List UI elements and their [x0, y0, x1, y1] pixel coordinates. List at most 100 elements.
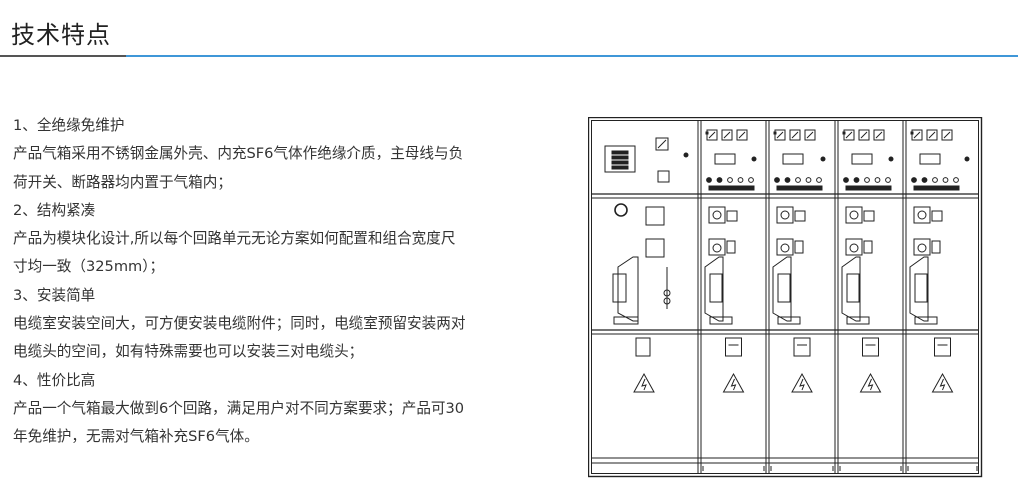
indicator-lamp: [751, 156, 757, 162]
control-panel-row: [611, 150, 629, 155]
instruction-plate: [777, 273, 791, 303]
control-button-mark: [928, 131, 936, 139]
label-plate: [846, 316, 870, 325]
control-button-icon: [858, 129, 870, 141]
control-button-icon: [774, 129, 786, 141]
instruction-plate: [612, 273, 627, 303]
warning-bolt: [867, 378, 874, 391]
feature-heading: 2、结构紧凑: [13, 201, 96, 219]
control-button-icon: [941, 129, 953, 141]
switch-position-icon: [712, 210, 722, 220]
control-button-mark: [708, 131, 716, 139]
control-panel-row: [611, 165, 629, 170]
switch-position-icon: [849, 243, 859, 253]
warning-bolt: [939, 378, 946, 391]
control-button-icon: [926, 129, 938, 141]
cable-bracket: [704, 256, 724, 322]
control-button-icon: [789, 129, 801, 141]
warning-icon: [791, 372, 813, 393]
meter-display: [919, 153, 941, 165]
meter-display: [714, 153, 736, 165]
label-plate: [657, 170, 670, 183]
control-button-mark: [875, 131, 883, 139]
cable-terminal-icon: [663, 297, 671, 305]
label-plate: [709, 316, 733, 325]
feature-list: 1、全绝缘免维护 产品气箱采用不锈钢金属外壳、内充SF6气体作绝缘介质，主母线与…: [13, 112, 533, 452]
push-button-icon: [784, 177, 791, 183]
switch-position-window: [645, 238, 665, 258]
indicator-window: [794, 210, 806, 222]
warning-bolt: [730, 378, 737, 391]
push-button-icon: [774, 177, 780, 183]
indicator-window: [655, 137, 669, 151]
push-button-icon: [874, 177, 881, 183]
instruction-plate: [709, 273, 723, 303]
feature-line: 产品为模块化设计,所以每个回路单元无论方案如何配置和组合宽度尺: [13, 230, 456, 248]
control-button-mark: [845, 131, 853, 139]
switch-position-icon: [917, 243, 927, 253]
switchgear-drawing: [588, 117, 983, 478]
label-plate: [635, 337, 651, 357]
indicator-lamp: [842, 131, 846, 135]
control-button-icon: [706, 129, 718, 141]
switch-position-icon: [849, 210, 859, 220]
instruction-plate: [914, 273, 928, 303]
switch-position-window: [708, 206, 726, 224]
warning-icon: [722, 372, 745, 393]
terminal-strip: [913, 185, 960, 191]
push-button-icon: [853, 177, 860, 183]
control-button-icon: [843, 129, 855, 141]
control-button-icon: [873, 129, 885, 141]
feature-line: 电缆头的空间，如有特殊需要也可以安装三对电缆头；: [13, 343, 364, 361]
control-button-mark: [776, 131, 784, 139]
meter-display: [851, 153, 873, 165]
push-button-icon: [932, 177, 938, 183]
control-button-mark: [943, 131, 951, 139]
indicator-lamp: [910, 131, 914, 135]
title-divider: [0, 55, 1018, 57]
push-button-icon: [816, 177, 822, 183]
push-button-icon: [805, 177, 812, 183]
indicator-lamp: [683, 152, 689, 158]
title-divider-accent: [0, 55, 126, 57]
cabinet-frame: [588, 117, 983, 478]
push-button-icon: [748, 177, 754, 183]
feature-line: 荷开关、断路器均内置于气箱内；: [13, 173, 232, 191]
switch-position-icon: [780, 243, 790, 253]
push-button-icon: [942, 177, 949, 183]
push-button-icon: [921, 177, 928, 183]
switch-position-window: [913, 238, 931, 256]
control-button-icon: [911, 129, 923, 141]
control-button-icon: [736, 129, 748, 141]
indicator-window: [794, 240, 804, 254]
cable-bracket: [841, 256, 861, 322]
push-button-icon: [716, 177, 723, 183]
label-plate: [934, 337, 951, 357]
switch-position-window: [776, 206, 794, 224]
push-button-icon: [843, 177, 849, 183]
control-panel: [604, 145, 636, 173]
feature-line: 产品气箱采用不锈钢金属外壳、内充SF6气体作绝缘介质，主母线与负: [13, 145, 464, 163]
control-button-mark: [806, 131, 814, 139]
control-button-mark: [860, 131, 868, 139]
feature-line: 电缆室安装空间大，可方便安装电缆附件；同时，电缆室预留安装两对: [13, 315, 466, 333]
cable-bracket: [772, 256, 792, 322]
indicator-lamp: [705, 131, 709, 135]
switch-position-icon: [712, 243, 722, 253]
control-button-mark: [913, 131, 921, 139]
indicator-window: [931, 210, 943, 222]
label-plate: [793, 337, 811, 357]
indicator-window: [726, 210, 738, 222]
label-plate: [613, 316, 639, 325]
switch-position-window: [708, 238, 726, 256]
switch-position-window: [845, 206, 863, 224]
feature-line: 产品一个气箱最大做到6个回路，满足用户对不同方案要求；产品可30: [13, 399, 465, 417]
control-button-mark: [738, 131, 746, 139]
control-button-icon: [721, 129, 733, 141]
instruction-plate: [846, 273, 860, 303]
warning-icon: [859, 372, 882, 393]
label-plate: [914, 316, 938, 325]
switch-position-icon: [780, 210, 790, 220]
push-button-icon: [911, 177, 917, 183]
feature-line: 年免维护，无需对气箱补充SF6气体。: [13, 428, 259, 446]
